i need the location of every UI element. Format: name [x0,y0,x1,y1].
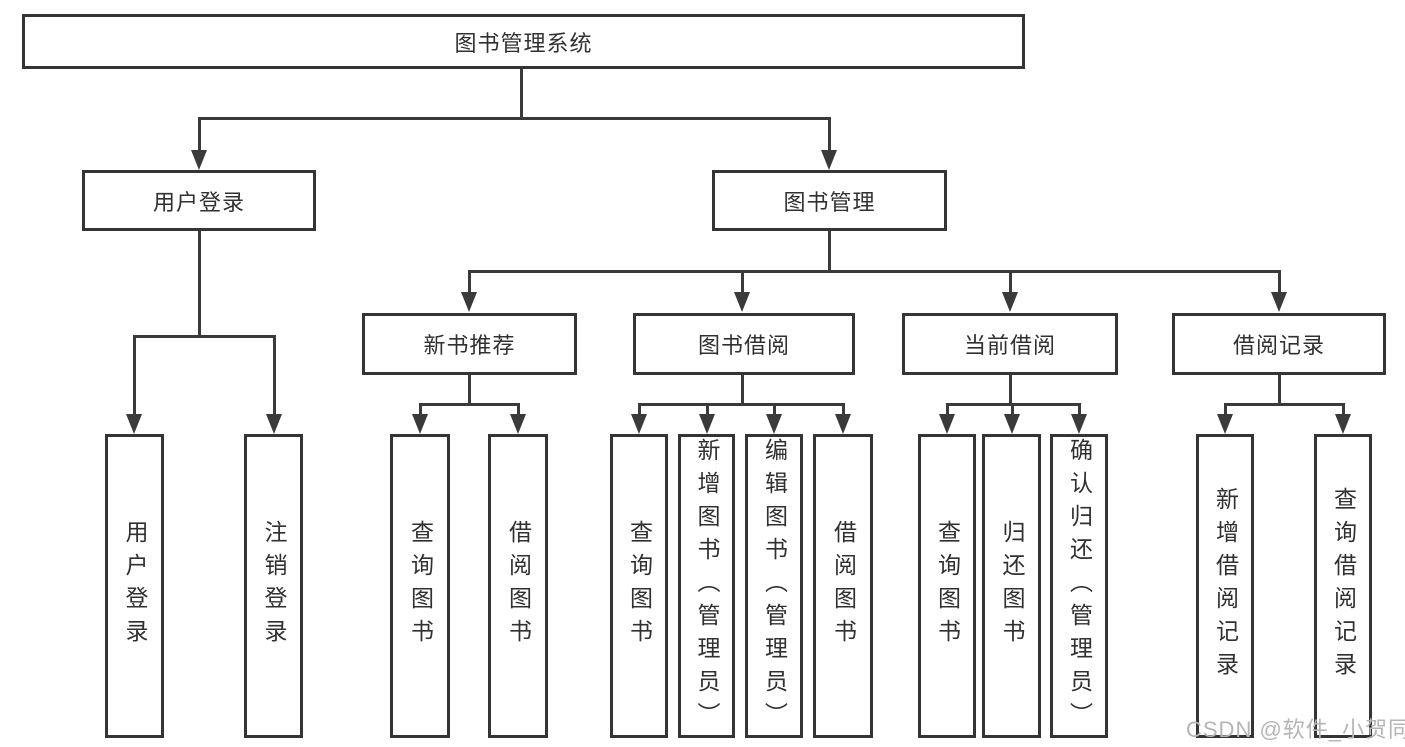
connector-line [133,335,275,338]
leaf-edit-book-admin: 编辑图书（管理员） [745,434,803,738]
arrow-down-icon [191,150,207,170]
leaf-confirm-return-admin: 确认归还（管理员） [1050,434,1108,738]
leaf-query-books-borrow: 查询图书 [610,434,668,738]
connector-line [467,374,471,406]
connector-line [740,374,744,406]
node-library-system-root: 图书管理系统 [22,14,1025,69]
connector-line [1223,403,1345,406]
arrow-down-icon [939,414,955,434]
leaf-query-books-recommend: 查询图书 [390,434,450,738]
arrow-down-icon [699,414,715,434]
connector-line [197,117,831,120]
connector-line [637,403,641,416]
arrow-down-icon [126,414,142,434]
node-label: 查询图书 [626,520,653,652]
connector-line [519,68,523,120]
node-user-login: 用户登录 [82,170,316,231]
node-book-management: 图书管理 [712,170,947,231]
arrow-down-icon [266,414,282,434]
node-label: 查询借阅记录 [1330,487,1357,685]
connector-line [827,117,831,152]
leaf-add-book-admin: 新增图书（管理员） [678,434,735,738]
connector-line [1010,403,1014,416]
connector-line [132,335,136,416]
arrow-down-icon [1335,414,1351,434]
arrow-down-icon [510,414,526,434]
node-label: 注销登录 [261,520,287,652]
connector-line [1077,403,1081,416]
node-label: 新书推荐 [423,333,516,358]
connector-line [945,403,949,416]
connector-line [1008,374,1012,406]
connector-line [467,270,471,295]
node-label: 新增借阅记录 [1212,487,1239,685]
node-new-book-recommend: 新书推荐 [362,313,577,375]
node-label: 用户登录 [122,520,148,652]
node-borrowing-records: 借阅记录 [1172,313,1386,375]
connector-line [468,270,1281,273]
connector-line [1341,403,1345,416]
node-label: 编辑图书（管理员） [761,437,788,735]
node-current-borrowing: 当前借阅 [902,313,1118,375]
arrow-down-icon [1002,292,1018,312]
connector-line [637,403,845,406]
arrow-down-icon [1217,414,1233,434]
node-label: 当前借阅 [963,333,1056,358]
connector-line [418,403,422,416]
node-label: 借阅图书 [830,520,857,652]
node-label: 查询图书 [934,520,961,652]
arrow-down-icon [461,292,477,312]
arrow-down-icon [1071,414,1087,434]
connector-line [197,231,201,338]
node-label: 图书管理系统 [454,30,593,56]
leaf-add-borrow-record: 新增借阅记录 [1196,434,1254,738]
arrow-down-icon [631,414,647,434]
leaf-query-books-current: 查询图书 [918,434,976,738]
connector-line [418,403,520,406]
leaf-return-book: 归还图书 [982,434,1041,738]
connector-line [1277,270,1281,295]
connector-line [740,270,744,295]
arrow-down-icon [821,150,837,170]
connector-line [1277,374,1281,406]
leaf-logout: 注销登录 [244,434,303,738]
leaf-query-borrow-record: 查询借阅记录 [1314,434,1372,738]
leaf-user-login: 用户登录 [105,434,164,738]
arrow-down-icon [1271,292,1287,312]
node-label: 确认归还（管理员） [1066,437,1093,735]
node-label: 用户登录 [152,189,245,215]
connector-line [772,403,776,416]
connector-line [272,335,276,416]
node-label: 借阅记录 [1232,333,1325,358]
connector-line [705,403,709,416]
arrow-down-icon [1004,414,1020,434]
leaf-borrow-books-recommend: 借阅图书 [488,434,548,738]
connector-line [516,403,520,416]
arrow-down-icon [835,414,851,434]
connector-line [197,117,201,152]
arrow-down-icon [766,414,782,434]
node-label: 图书借阅 [697,333,790,358]
connector-line [1223,403,1227,416]
node-label: 图书管理 [783,189,876,215]
csdn-watermark: CSDN @软件_小贺同学 [1186,717,1405,742]
node-label: 查询图书 [407,520,434,652]
node-label: 借阅图书 [505,520,532,652]
arrow-down-icon [412,414,428,434]
node-label: 新增图书（管理员） [694,437,720,735]
node-label: 归还图书 [999,520,1025,652]
arrow-down-icon [734,292,750,312]
leaf-borrow-books-borrow: 借阅图书 [813,434,873,738]
node-book-borrowing: 图书借阅 [633,313,855,375]
connector-line [841,403,845,416]
connector-line [1008,270,1012,295]
connector-line [827,231,831,273]
